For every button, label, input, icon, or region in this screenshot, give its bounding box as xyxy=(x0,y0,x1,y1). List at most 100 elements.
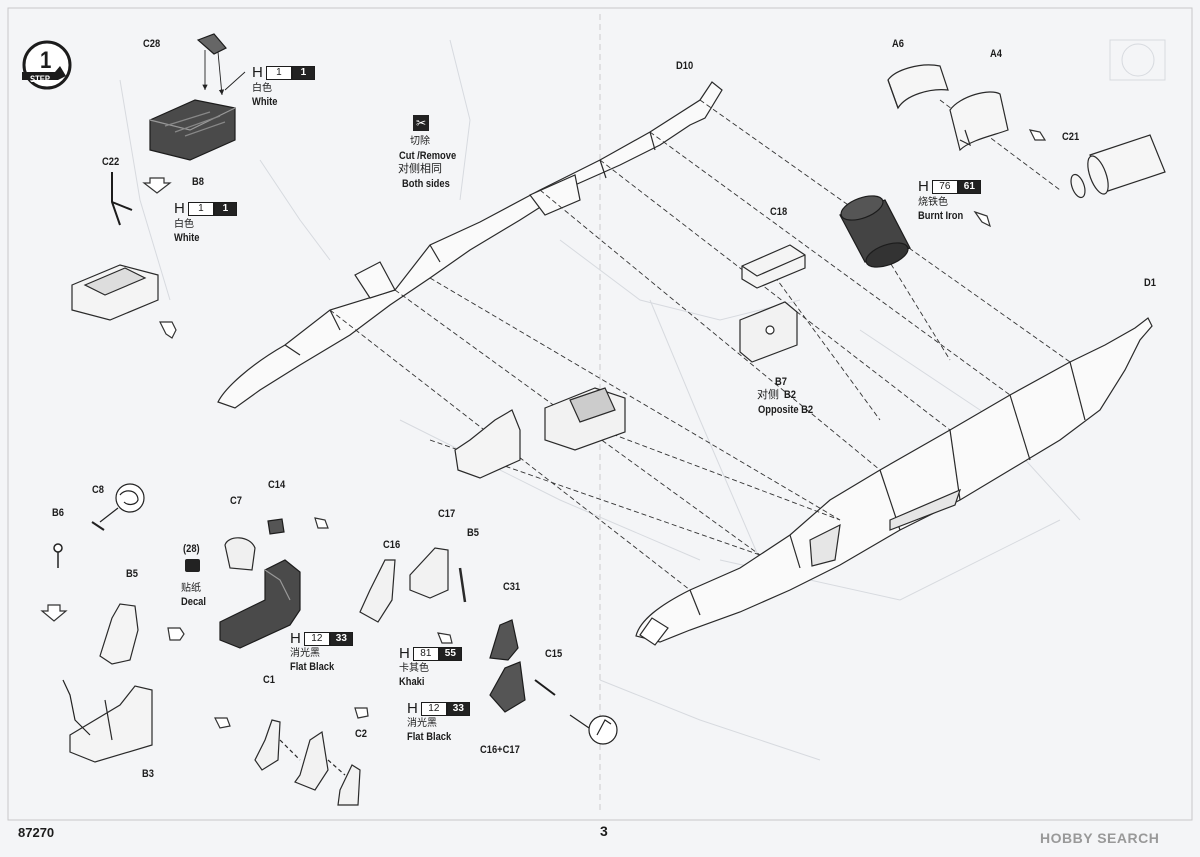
part-label-C8: C8 xyxy=(92,484,104,496)
paint-callout-flat-black-1: H 12 33 xyxy=(290,630,353,647)
paint-code-m: 33 xyxy=(329,632,353,646)
part-C7 xyxy=(224,537,256,571)
step-word: STEP xyxy=(30,74,50,84)
part-label-A4: A4 xyxy=(990,48,1002,60)
part-label-B5-left: B5 xyxy=(126,568,138,580)
part-B7 xyxy=(739,301,798,363)
paint-prefix: H xyxy=(918,178,929,195)
part-B8 xyxy=(149,99,236,161)
opposite-part: B2 xyxy=(784,389,796,401)
fuselage-left-half xyxy=(217,81,723,409)
decal-cn: 贴纸 xyxy=(181,583,201,594)
part-label-C16: C16 xyxy=(383,539,401,551)
paint-code-m: 1 xyxy=(213,202,237,216)
paint-code-h: 12 xyxy=(420,702,447,716)
part-seat-frame xyxy=(454,409,521,479)
part-label-C18: C18 xyxy=(770,206,788,218)
part-C22-arm xyxy=(111,172,133,226)
part-A4 xyxy=(949,91,1009,152)
part-C17-seat xyxy=(409,547,467,603)
part-label-B6: B6 xyxy=(52,507,64,519)
paint-en-white-2: White xyxy=(174,232,200,244)
paint-cn-white-1: 白色 xyxy=(252,83,272,94)
step-badge xyxy=(22,40,72,90)
watermark: HOBBY SEARCH xyxy=(1040,830,1160,846)
cut-note-en2: Both sides xyxy=(402,178,450,190)
part-C16-seat xyxy=(359,559,396,623)
cut-note-cn1: 切除 xyxy=(410,136,430,147)
paint-callout-white-2: H 1 1 xyxy=(174,200,237,217)
fuselage-right-half xyxy=(635,317,1153,646)
part-label-C15: C15 xyxy=(545,648,563,660)
part-label-B3: B3 xyxy=(142,768,154,780)
paint-en-flat-black-2: Flat Black xyxy=(407,731,452,743)
part-C31 xyxy=(489,619,519,661)
paint-cn-khaki: 卡其色 xyxy=(399,663,429,674)
part-B3 xyxy=(62,679,153,763)
cut-icon: ✂ xyxy=(413,115,429,131)
opposite-en: Opposite B2 xyxy=(758,404,814,416)
paint-en-white-1: White xyxy=(252,96,278,108)
part-label-B7: B7 xyxy=(775,376,787,388)
paint-code-m: 33 xyxy=(446,702,470,716)
paint-prefix: H xyxy=(407,700,418,717)
part-C21 xyxy=(1070,134,1166,199)
part-B6 xyxy=(53,521,105,568)
flow-arrows xyxy=(40,129,1047,729)
part-label-C17: C17 xyxy=(438,508,456,520)
paint-en-burnt-iron: Burnt Iron xyxy=(918,210,964,222)
part-label-C21: C21 xyxy=(1062,131,1080,143)
part-label-C2: C2 xyxy=(355,728,367,740)
cut-note-cn2: 对侧相同 xyxy=(398,162,442,175)
part-C1-C2-assembly xyxy=(254,719,361,806)
part-label-C16-C17: C16+C17 xyxy=(480,744,520,756)
c28-leaders xyxy=(202,50,246,96)
part-label-D10: D10 xyxy=(676,60,694,72)
paint-prefix: H xyxy=(290,630,301,647)
paint-cn-white-2: 白色 xyxy=(174,219,194,230)
part-cockpit-tub xyxy=(544,387,626,451)
kit-code: 87270 xyxy=(18,825,55,840)
part-label-A6: A6 xyxy=(892,38,904,50)
part-khaki-seat xyxy=(489,661,556,713)
paint-code-h: 76 xyxy=(931,180,958,194)
paint-prefix: H xyxy=(252,64,263,81)
page-border xyxy=(7,7,1193,821)
part-C28 xyxy=(196,33,227,55)
part-label-B8: B8 xyxy=(192,176,204,188)
part-lower-tub xyxy=(71,264,159,321)
part-cockpit-flat-black xyxy=(219,559,301,649)
paint-cn-flat-black-1: 消光黑 xyxy=(290,648,320,659)
paint-callout-white-1: H 1 1 xyxy=(252,64,315,81)
paint-en-flat-black-1: Flat Black xyxy=(290,661,335,673)
paint-cn-burnt-iron: 烧铁色 xyxy=(918,197,948,208)
part-label-C7: C7 xyxy=(230,495,242,507)
paint-en-khaki: Khaki xyxy=(399,676,425,688)
part-B5-left xyxy=(99,603,139,665)
part-label-C22: C22 xyxy=(102,156,120,168)
paint-code-h: 81 xyxy=(412,647,439,661)
opposite-cn: 对侧 xyxy=(757,388,779,401)
part-label-C31: C31 xyxy=(503,581,521,593)
detail-circle-C8 xyxy=(99,483,145,523)
paint-code-h: 1 xyxy=(265,66,292,80)
part-A6 xyxy=(887,64,949,110)
paint-code-h: 1 xyxy=(187,202,214,216)
paint-prefix: H xyxy=(174,200,185,217)
decal-en: Decal xyxy=(181,596,206,608)
part-burnt-iron-tube xyxy=(839,195,911,268)
cut-note-en1: Cut /Remove xyxy=(399,150,457,162)
step-number: 1 xyxy=(40,47,52,74)
paint-code-m: 1 xyxy=(291,66,315,80)
paint-callout-burnt-iron: H 76 61 xyxy=(918,178,981,195)
decal-number: (28) xyxy=(183,543,200,555)
paint-code-m: 61 xyxy=(957,180,981,194)
part-label-B5-right: B5 xyxy=(467,527,479,539)
decal-icon xyxy=(185,559,200,572)
part-C18 xyxy=(741,244,806,289)
part-label-C14: C14 xyxy=(268,479,286,491)
paint-prefix: H xyxy=(399,645,410,662)
paint-code-m: 55 xyxy=(438,647,462,661)
